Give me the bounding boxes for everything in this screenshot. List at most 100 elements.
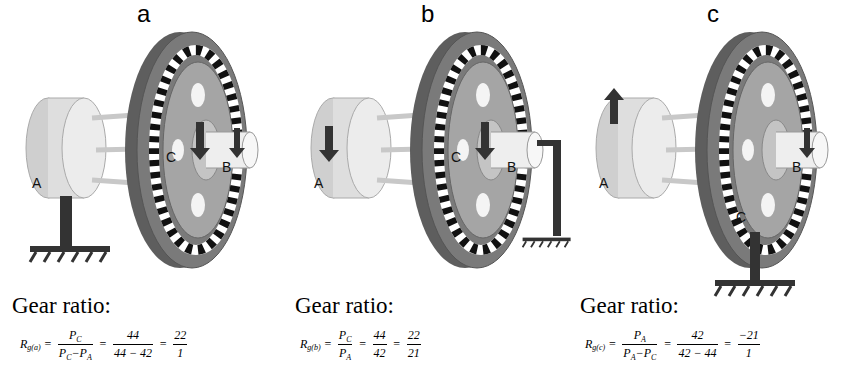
numerator: 42	[691, 328, 705, 343]
formula-term: 22	[408, 328, 420, 343]
formula-subscript: C	[346, 335, 351, 344]
denominator: PA	[338, 346, 352, 361]
fraction-bar	[677, 344, 717, 345]
numerator: 44	[126, 328, 140, 343]
formula-term: 1	[177, 346, 183, 361]
fraction-bar	[407, 344, 421, 345]
gear-ratio-formula: Rg(a)=PCPC−PA=4444 − 42=221	[20, 328, 190, 361]
formula-operator: =	[608, 337, 616, 352]
fraction: 4442	[373, 328, 387, 361]
gear-ratio-heading: Gear ratio:	[580, 294, 679, 317]
part-letter: C	[736, 210, 746, 224]
part-letter: A	[599, 176, 608, 190]
formula-symbol: R	[20, 337, 27, 352]
fraction: PCPC−PA	[58, 328, 93, 361]
formula-symbol: P	[339, 346, 346, 361]
formula-term: 44 − 42	[114, 346, 152, 361]
denominator: 42	[373, 346, 387, 361]
part-letter: B	[222, 160, 231, 174]
numerator: PC	[338, 328, 353, 343]
formula-subscript: C	[651, 353, 656, 362]
formula-operator: =	[358, 337, 366, 352]
formula-subscript: A	[346, 353, 351, 362]
formula-symbol: R	[300, 337, 307, 352]
fraction-bar	[338, 344, 353, 345]
part-letter: C	[451, 150, 461, 164]
fraction-bar	[58, 344, 93, 345]
formula-subscript: C	[76, 335, 81, 344]
gear-ratio-formula: Rg(b)=PCPA=4442=2221	[300, 328, 424, 361]
part-letter: B	[792, 160, 801, 174]
formula-term: 44	[127, 328, 139, 343]
formula-operator: =	[393, 337, 401, 352]
numerator: 22	[407, 328, 421, 343]
gear-ratio-heading: Gear ratio:	[12, 294, 111, 317]
formula-subscript: A	[641, 335, 646, 344]
fraction: 44 44 − 42	[113, 328, 153, 361]
numerator: PC	[68, 328, 83, 343]
formula-term: 42	[374, 346, 386, 361]
numerator: PA	[633, 328, 647, 343]
panel-letter: c	[707, 2, 719, 26]
formula-term: 1	[746, 346, 752, 361]
panel-letter: a	[137, 2, 150, 26]
formula-operator: =	[724, 337, 732, 352]
fraction-bar	[622, 344, 657, 345]
numerator: −21	[738, 328, 760, 343]
fraction: 42 42 − 44	[677, 328, 717, 361]
formula-symbol: P	[80, 346, 87, 361]
formula-operator: =	[663, 337, 671, 352]
fraction: PAPA−PC	[622, 328, 657, 361]
fraction: −211	[738, 328, 760, 361]
numerator: 44	[373, 328, 387, 343]
formula-symbol: P	[623, 346, 630, 361]
formula-operator: =	[324, 337, 332, 352]
formula-subscript: A	[631, 353, 636, 362]
formula-symbol: P	[634, 328, 641, 343]
denominator: 1	[745, 346, 753, 361]
formula-term: −21	[739, 328, 759, 343]
part-letter: A	[314, 176, 323, 190]
gear-set-c	[596, 32, 828, 296]
formula-subscript: g(b)	[307, 343, 320, 352]
formula-symbol: P	[59, 346, 66, 361]
denominator: PA−PC	[622, 346, 657, 361]
fraction-bar	[373, 344, 387, 345]
formula-symbol: P	[339, 328, 346, 343]
gear-ratio-heading: Gear ratio:	[295, 294, 394, 317]
formula-symbol: P	[69, 328, 76, 343]
denominator: PC−PA	[58, 346, 93, 361]
fraction: PCPA	[338, 328, 353, 361]
formula-term: 21	[408, 346, 420, 361]
part-letter: C	[166, 150, 176, 164]
fraction-bar	[173, 344, 187, 345]
formula-term: −	[636, 346, 644, 361]
formula-symbol: R	[585, 337, 592, 352]
formula-operator: =	[44, 337, 52, 352]
numerator: 22	[173, 328, 187, 343]
denominator: 44 − 42	[113, 346, 153, 361]
formula-term: 44	[374, 328, 386, 343]
denominator: 42 − 44	[677, 346, 717, 361]
fraction-bar	[738, 344, 760, 345]
formula-subscript: C	[66, 353, 71, 362]
fraction-bar	[113, 344, 153, 345]
formula-subscript: A	[87, 353, 92, 362]
formula-operator: =	[159, 337, 167, 352]
formula-term: 22	[174, 328, 186, 343]
fraction: 2221	[407, 328, 421, 361]
formula-subscript: g(a)	[27, 343, 40, 352]
formula-symbol: P	[644, 346, 651, 361]
denominator: 1	[176, 346, 184, 361]
gear-set-a	[26, 32, 258, 268]
formula-term: 42 − 44	[678, 346, 716, 361]
part-letter: A	[32, 176, 41, 190]
formula-term: −	[71, 346, 79, 361]
formula-operator: =	[99, 337, 107, 352]
fraction: 221	[173, 328, 187, 361]
part-letter: B	[507, 160, 516, 174]
formula-subscript: g(c)	[592, 343, 605, 352]
gear-ratio-formula: Rg(c)=PAPA−PC=4242 − 44=−211	[585, 328, 763, 361]
formula-term: 42	[692, 328, 704, 343]
